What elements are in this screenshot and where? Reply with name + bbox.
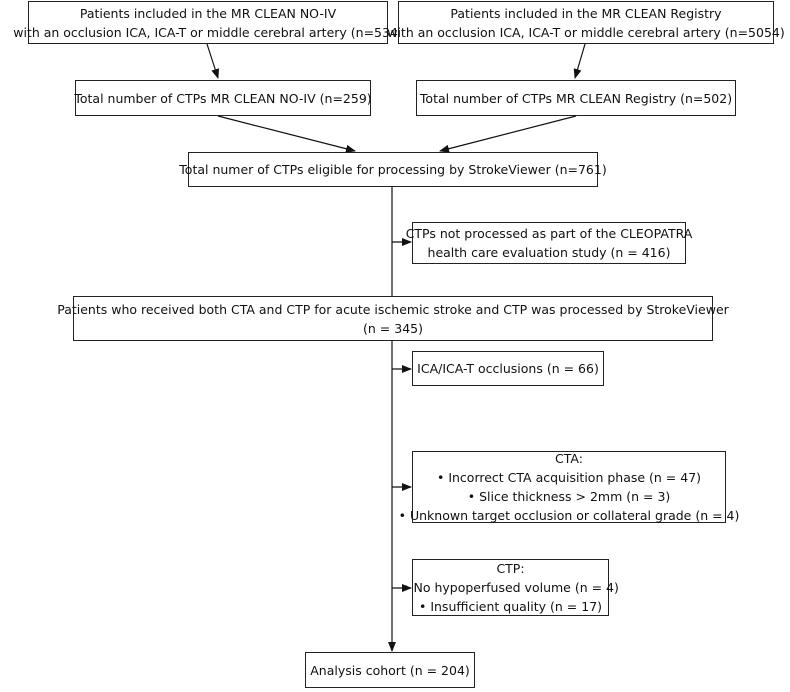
registry-ctps-label: Total number of CTPs MR CLEAN Registry (… (419, 90, 733, 106)
analysis-cohort-label: Analysis cohort (n = 204) (310, 662, 470, 678)
arrow-noiv-to-ctps (206, 43, 220, 79)
arrow-registry-ctps-to-eligible (439, 115, 577, 153)
cta-excluded-item: Unknown target occlusion or collateral g… (399, 506, 739, 525)
noiv-included-box: Patients included in the MR CLEAN NO-IV … (13, 1, 403, 44)
processed-box: Patients who received both CTA and CTP f… (57, 296, 729, 341)
not-processed-line2: health care evaluation study (n = 416) (427, 245, 671, 260)
processed-line2: (n = 345) (363, 320, 423, 336)
ica-excluded-label: ICA/ICA-T occlusions (n = 66) (417, 361, 599, 376)
registry-ctps-box: Total number of CTPs MR CLEAN Registry (… (416, 80, 736, 116)
ica-excluded-box: ICA/ICA-T occlusions (n = 66) (412, 351, 604, 386)
processed-line1: Patients who received both CTA and CTP f… (57, 301, 729, 317)
arrow-registry-to-ctps (573, 43, 586, 79)
noiv-included-line2: with an occlusion ICA, ICA-T or middle c… (13, 24, 403, 40)
cta-excluded-item: Slice thickness > 2mm (n = 3) (468, 487, 670, 506)
analysis-cohort-box: Analysis cohort (n = 204) (305, 652, 475, 688)
noiv-ctps-box: Total number of CTPs MR CLEAN NO-IV (n=2… (74, 80, 372, 116)
not-processed-box: CTPs not processed as part of the CLEOPA… (406, 222, 692, 264)
cta-excluded-box: CTA: Incorrect CTA acquisition phase (n … (410, 451, 739, 523)
registry-included-line1: Patients included in the MR CLEAN Regist… (450, 5, 722, 21)
arrow-noiv-ctps-to-eligible (217, 115, 356, 153)
ctp-excluded-item: Insufficient quality (n = 17) (419, 597, 602, 616)
ctp-excluded-item: No hypoperfused volume (n = 4) (402, 578, 618, 597)
ctp-excluded-box: CTP: No hypoperfused volume (n = 4) Insu… (412, 559, 619, 616)
ctp-excluded-title: CTP: (496, 561, 525, 576)
cta-excluded-title: CTA: (555, 451, 583, 466)
noiv-included-line1: Patients included in the MR CLEAN NO-IV (79, 5, 337, 21)
registry-included-line2: with an occlusion ICA, ICA-T or middle c… (387, 24, 785, 40)
cta-excluded-item: Incorrect CTA acquisition phase (n = 47) (437, 468, 701, 487)
eligible-label: Total numer of CTPs eligible for process… (179, 162, 607, 177)
not-processed-line1: CTPs not processed as part of the CLEOPA… (405, 226, 693, 241)
noiv-ctps-label: Total number of CTPs MR CLEAN NO-IV (n=2… (74, 90, 372, 106)
eligible-box: Total numer of CTPs eligible for process… (179, 152, 607, 187)
registry-included-box: Patients included in the MR CLEAN Regist… (387, 1, 785, 44)
